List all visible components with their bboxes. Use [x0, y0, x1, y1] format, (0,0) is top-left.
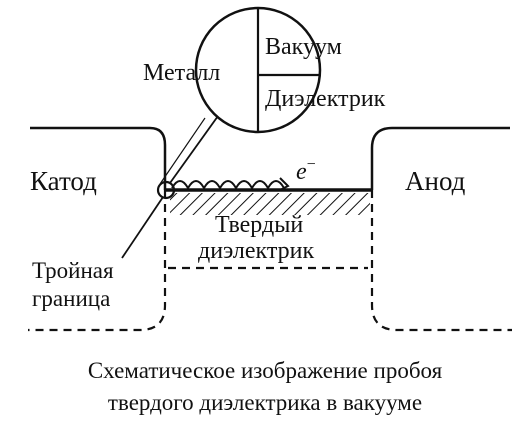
inset-dielectric-label: Диэлектрик: [265, 86, 386, 112]
cathode-electrode: [30, 126, 167, 190]
inset-leader-line: [169, 115, 219, 184]
anode-label: Анод: [405, 166, 466, 196]
triple-junction-label-line2: граница: [32, 286, 110, 311]
metal-label: Металл: [143, 60, 220, 86]
triple-junction-leader: [121, 196, 164, 259]
electron-trajectory: [171, 180, 285, 191]
dielectric-hatching: [170, 193, 370, 215]
caption-line-2: твердого диэлектрика в вакууме: [107, 390, 423, 415]
dashed-dielectric-outline-right: [370, 190, 512, 332]
triple-junction-label-line1: Тройная: [32, 258, 114, 283]
cathode-label: Катод: [30, 166, 97, 196]
vacuum-label: Вакуум: [265, 34, 342, 60]
solid-dielectric-label-line2: диэлектрик: [198, 238, 315, 264]
caption-line-1: Схематическое изображение пробоя: [87, 358, 443, 383]
electron-label: e−: [296, 156, 316, 185]
inset-leader-line-2: [159, 117, 206, 185]
triple-junction-point: [156, 180, 176, 200]
electron-arrow-icon: [279, 177, 290, 191]
solid-dielectric-label-line1: Твердый: [215, 212, 303, 238]
anode-electrode: [370, 126, 510, 190]
dashed-dielectric-outline: [28, 190, 167, 332]
